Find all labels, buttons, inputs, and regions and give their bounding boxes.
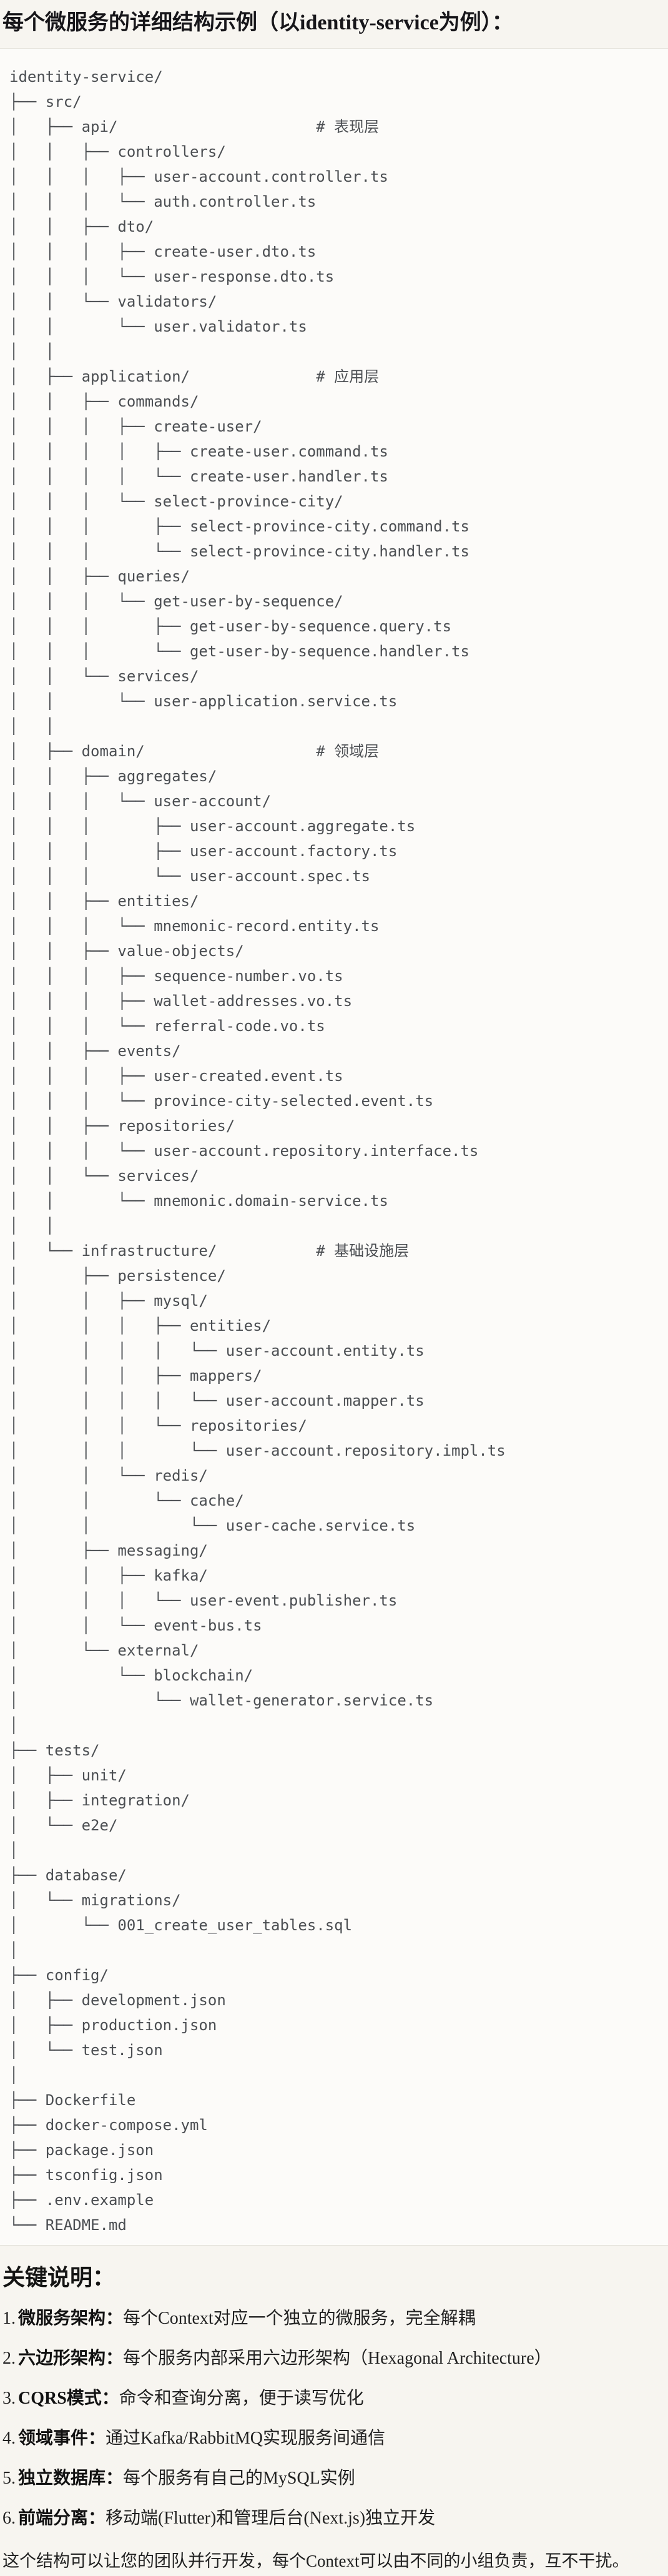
section-heading: 关键说明：: [2, 2265, 115, 2290]
key-point-text: 命令和查询分离，便于读写优化: [119, 2389, 364, 2408]
key-point-item: 4.领域事件：通过Kafka/RabbitMQ实现服务间通信: [2, 2426, 666, 2451]
closing-paragraph: 这个结构可以让您的团队并行开发，每个Context可以由不同的小组负责，互不干扰…: [2, 2552, 629, 2570]
key-point-text: 通过Kafka/RabbitMQ实现服务间通信: [106, 2429, 385, 2448]
key-point-item: 1.微服务架构：每个Context对应一个独立的微服务，完全解耦: [2, 2306, 666, 2331]
key-points-list: 1.微服务架构：每个Context对应一个独立的微服务，完全解耦 2.六边形架构…: [0, 2306, 668, 2531]
file-tree-code-block: identity-service/ ├── src/ │ ├── api/ # …: [0, 48, 668, 2246]
key-point-number: 6.: [2, 2509, 16, 2528]
key-point-item: 2.六边形架构：每个服务内部采用六边形架构（Hexagonal Architec…: [2, 2346, 666, 2371]
key-point-item: 3.CQRS模式：命令和查询分离，便于读写优化: [2, 2386, 666, 2411]
key-point-text: 每个服务内部采用六边形架构（Hexagonal Architecture）: [123, 2349, 552, 2368]
key-point-label: 六边形架构：: [18, 2349, 124, 2368]
page-title: 每个微服务的详细结构示例（以identity-service为例）：: [2, 11, 513, 34]
key-point-number: 1.: [2, 2309, 16, 2328]
key-point-text: 移动端(Flutter)和管理后台(Next.js)独立开发: [106, 2509, 436, 2528]
key-point-label: 领域事件：: [18, 2429, 106, 2448]
key-point-text: 每个Context对应一个独立的微服务，完全解耦: [123, 2309, 476, 2328]
key-point-number: 2.: [2, 2349, 16, 2368]
key-point-text: 每个服务有自己的MySQL实例: [123, 2469, 355, 2488]
key-point-label: 前端分离：: [18, 2509, 106, 2528]
key-point-label: 微服务架构：: [18, 2309, 124, 2328]
key-point-number: 3.: [2, 2389, 16, 2408]
file-tree: identity-service/ ├── src/ │ ├── api/ # …: [9, 68, 506, 2234]
key-point-label: 独立数据库：: [18, 2469, 124, 2488]
key-point-item: 6.移动端(Flutter)和管理后台(Next.js)独立开发前端分离：移动端…: [2, 2506, 666, 2531]
key-point-item: 5.独立数据库：每个服务有自己的MySQL实例: [2, 2466, 666, 2491]
key-point-number: 5.: [2, 2469, 16, 2488]
key-point-number: 4.: [2, 2429, 16, 2448]
key-point-label: CQRS模式：: [18, 2389, 119, 2408]
